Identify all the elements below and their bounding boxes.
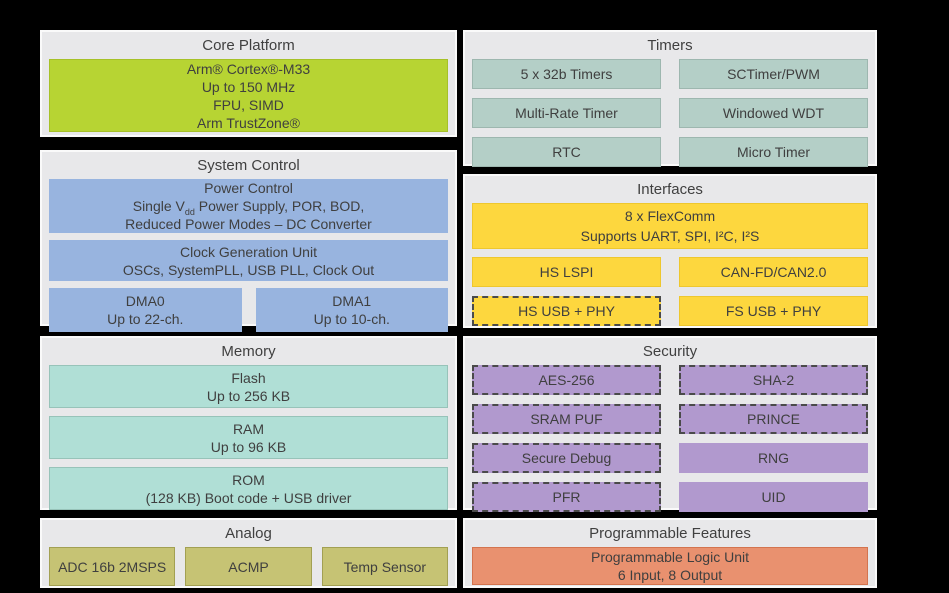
windowed-wdt-block: Windowed WDT	[679, 98, 868, 128]
ram-line-1: RAM	[232, 420, 265, 437]
multi-rate-timer-block: Multi-Rate Timer	[472, 98, 661, 128]
sctimer-pwm-label: SCTimer/PWM	[727, 66, 820, 82]
rom-block: ROM (128 KB) Boot code + USB driver	[49, 467, 448, 510]
hs-lspi-label: HS LSPI	[539, 264, 594, 280]
rom-line-1: ROM	[232, 471, 265, 488]
cortex-m33-block: Arm® Cortex®-M33 Up to 150 MHz FPU, SIMD…	[49, 59, 448, 132]
timers-32b-block: 5 x 32b Timers	[472, 59, 661, 89]
vdd-suffix: Power Supply, POR, BOD,	[194, 198, 365, 214]
core-platform-title: Core Platform	[202, 37, 295, 54]
dma1-line-1: DMA1	[332, 293, 372, 309]
secure-debug-block: Secure Debug	[472, 443, 661, 473]
flexcomm-line-2: Supports UART, SPI, I²C, I²S	[580, 228, 760, 244]
hs-lspi-block: HS LSPI	[472, 257, 661, 287]
hs-usb-phy-label: HS USB + PHY	[518, 303, 615, 319]
security-title: Security	[642, 343, 698, 360]
ram-block: RAM Up to 96 KB	[49, 416, 448, 459]
flash-line-2: Up to 256 KB	[206, 387, 291, 404]
prince-block: PRINCE	[679, 404, 868, 434]
dma1-block: DMA1 Up to 10-ch.	[255, 288, 448, 332]
panel-interfaces: Interfaces 8 x FlexComm Supports UART, S…	[463, 174, 877, 328]
uid-label: UID	[761, 489, 786, 505]
secure-debug-label: Secure Debug	[521, 450, 612, 466]
sha-2-block: SHA-2	[679, 365, 868, 395]
panel-security: Security AES-256 SHA-2 SRAM PUF PRINCE S…	[463, 336, 877, 512]
vdd-subscript: dd	[184, 206, 195, 217]
power-control-line-3: Reduced Power Modes – DC Converter	[125, 216, 372, 232]
dma0-line-1: DMA0	[125, 293, 165, 309]
memory-title: Memory	[221, 343, 276, 360]
hs-usb-phy-block: HS USB + PHY	[472, 296, 661, 326]
programmable-features-title: Programmable Features	[589, 525, 751, 542]
interfaces-title: Interfaces	[637, 181, 703, 198]
acmp-block: ACMP	[185, 547, 312, 586]
system-control-title: System Control	[197, 157, 300, 174]
panel-timers: Timers 5 x 32b Timers SCTimer/PWM Multi-…	[463, 30, 877, 167]
fs-usb-phy-block: FS USB + PHY	[679, 296, 868, 326]
clock-line-1: Clock Generation Unit	[180, 243, 317, 260]
panel-analog: Analog ADC 16b 2MSPS ACMP Temp Sensor	[40, 518, 457, 588]
panel-memory: Memory Flash Up to 256 KB RAM Up to 96 K…	[40, 336, 457, 510]
rng-block: RNG	[679, 443, 868, 473]
uid-block: UID	[679, 482, 868, 512]
acmp-label: ACMP	[228, 558, 269, 575]
aes-256-block: AES-256	[472, 365, 661, 395]
panel-core-platform: Core Platform Arm® Cortex®-M33 Up to 150…	[40, 30, 457, 137]
sctimer-pwm-block: SCTimer/PWM	[679, 59, 868, 89]
can-fd-block: CAN-FD/CAN2.0	[679, 257, 868, 287]
can-fd-label: CAN-FD/CAN2.0	[720, 264, 827, 280]
sram-puf-label: SRAM PUF	[530, 411, 603, 427]
panel-programmable-features: Programmable Features Programmable Logic…	[463, 518, 877, 588]
rng-label: RNG	[757, 450, 790, 466]
rtc-label: RTC	[552, 144, 581, 160]
adc-block: ADC 16b 2MSPS	[49, 547, 176, 586]
temp-sensor-label: Temp Sensor	[343, 558, 427, 575]
temp-sensor-block: Temp Sensor	[321, 547, 448, 586]
cortex-line-1: Arm® Cortex®-M33	[186, 60, 311, 77]
pfr-label: PFR	[552, 489, 581, 505]
pfr-block: PFR	[472, 482, 661, 512]
windowed-wdt-label: Windowed WDT	[722, 105, 825, 121]
power-control-line-1: Power Control	[204, 180, 293, 196]
sram-puf-block: SRAM PUF	[472, 404, 661, 434]
prince-label: PRINCE	[747, 411, 800, 427]
sha-2-label: SHA-2	[752, 372, 795, 388]
dma1-line-2: Up to 10-ch.	[313, 311, 390, 327]
panel-system-control: System Control Power Control Single Vdd …	[40, 150, 457, 332]
adc-label: ADC 16b 2MSPS	[58, 558, 167, 575]
fs-usb-phy-label: FS USB + PHY	[725, 303, 822, 319]
flexcomm-line-1: 8 x FlexComm	[624, 208, 716, 224]
plu-block: Programmable Logic Unit 6 Input, 8 Outpu…	[472, 547, 868, 585]
flexcomm-block: 8 x FlexComm Supports UART, SPI, I²C, I²…	[472, 203, 868, 249]
power-control-line-2: Single Vdd Power Supply, POR, BOD,	[132, 197, 365, 217]
dma0-block: DMA0 Up to 22-ch.	[49, 288, 242, 332]
timers-title: Timers	[647, 37, 693, 54]
cortex-line-4: Arm TrustZone®	[197, 114, 300, 131]
multi-rate-timer-label: Multi-Rate Timer	[515, 105, 618, 121]
dma0-line-2: Up to 22-ch.	[107, 311, 184, 327]
clock-generation-block: Clock Generation Unit OSCs, SystemPLL, U…	[49, 240, 448, 281]
rtc-block: RTC	[472, 137, 661, 167]
flash-block: Flash Up to 256 KB	[49, 365, 448, 408]
aes-256-label: AES-256	[538, 372, 595, 388]
analog-title: Analog	[225, 525, 272, 542]
ram-line-2: Up to 96 KB	[210, 438, 287, 455]
timers-32b-label: 5 x 32b Timers	[520, 66, 613, 82]
power-control-block: Power Control Single Vdd Power Supply, P…	[49, 179, 448, 233]
vdd-prefix: Single V	[132, 198, 185, 214]
cortex-line-3: FPU, SIMD	[213, 96, 284, 113]
clock-line-2: OSCs, SystemPLL, USB PLL, Clock Out	[122, 261, 375, 278]
micro-timer-label: Micro Timer	[736, 144, 811, 160]
cortex-line-2: Up to 150 MHz	[201, 78, 296, 95]
rom-line-2: (128 KB) Boot code + USB driver	[145, 489, 352, 506]
micro-timer-block: Micro Timer	[679, 137, 868, 167]
plu-line-2: 6 Input, 8 Output	[617, 567, 723, 583]
flash-line-1: Flash	[231, 369, 266, 386]
plu-line-1: Programmable Logic Unit	[591, 549, 749, 565]
